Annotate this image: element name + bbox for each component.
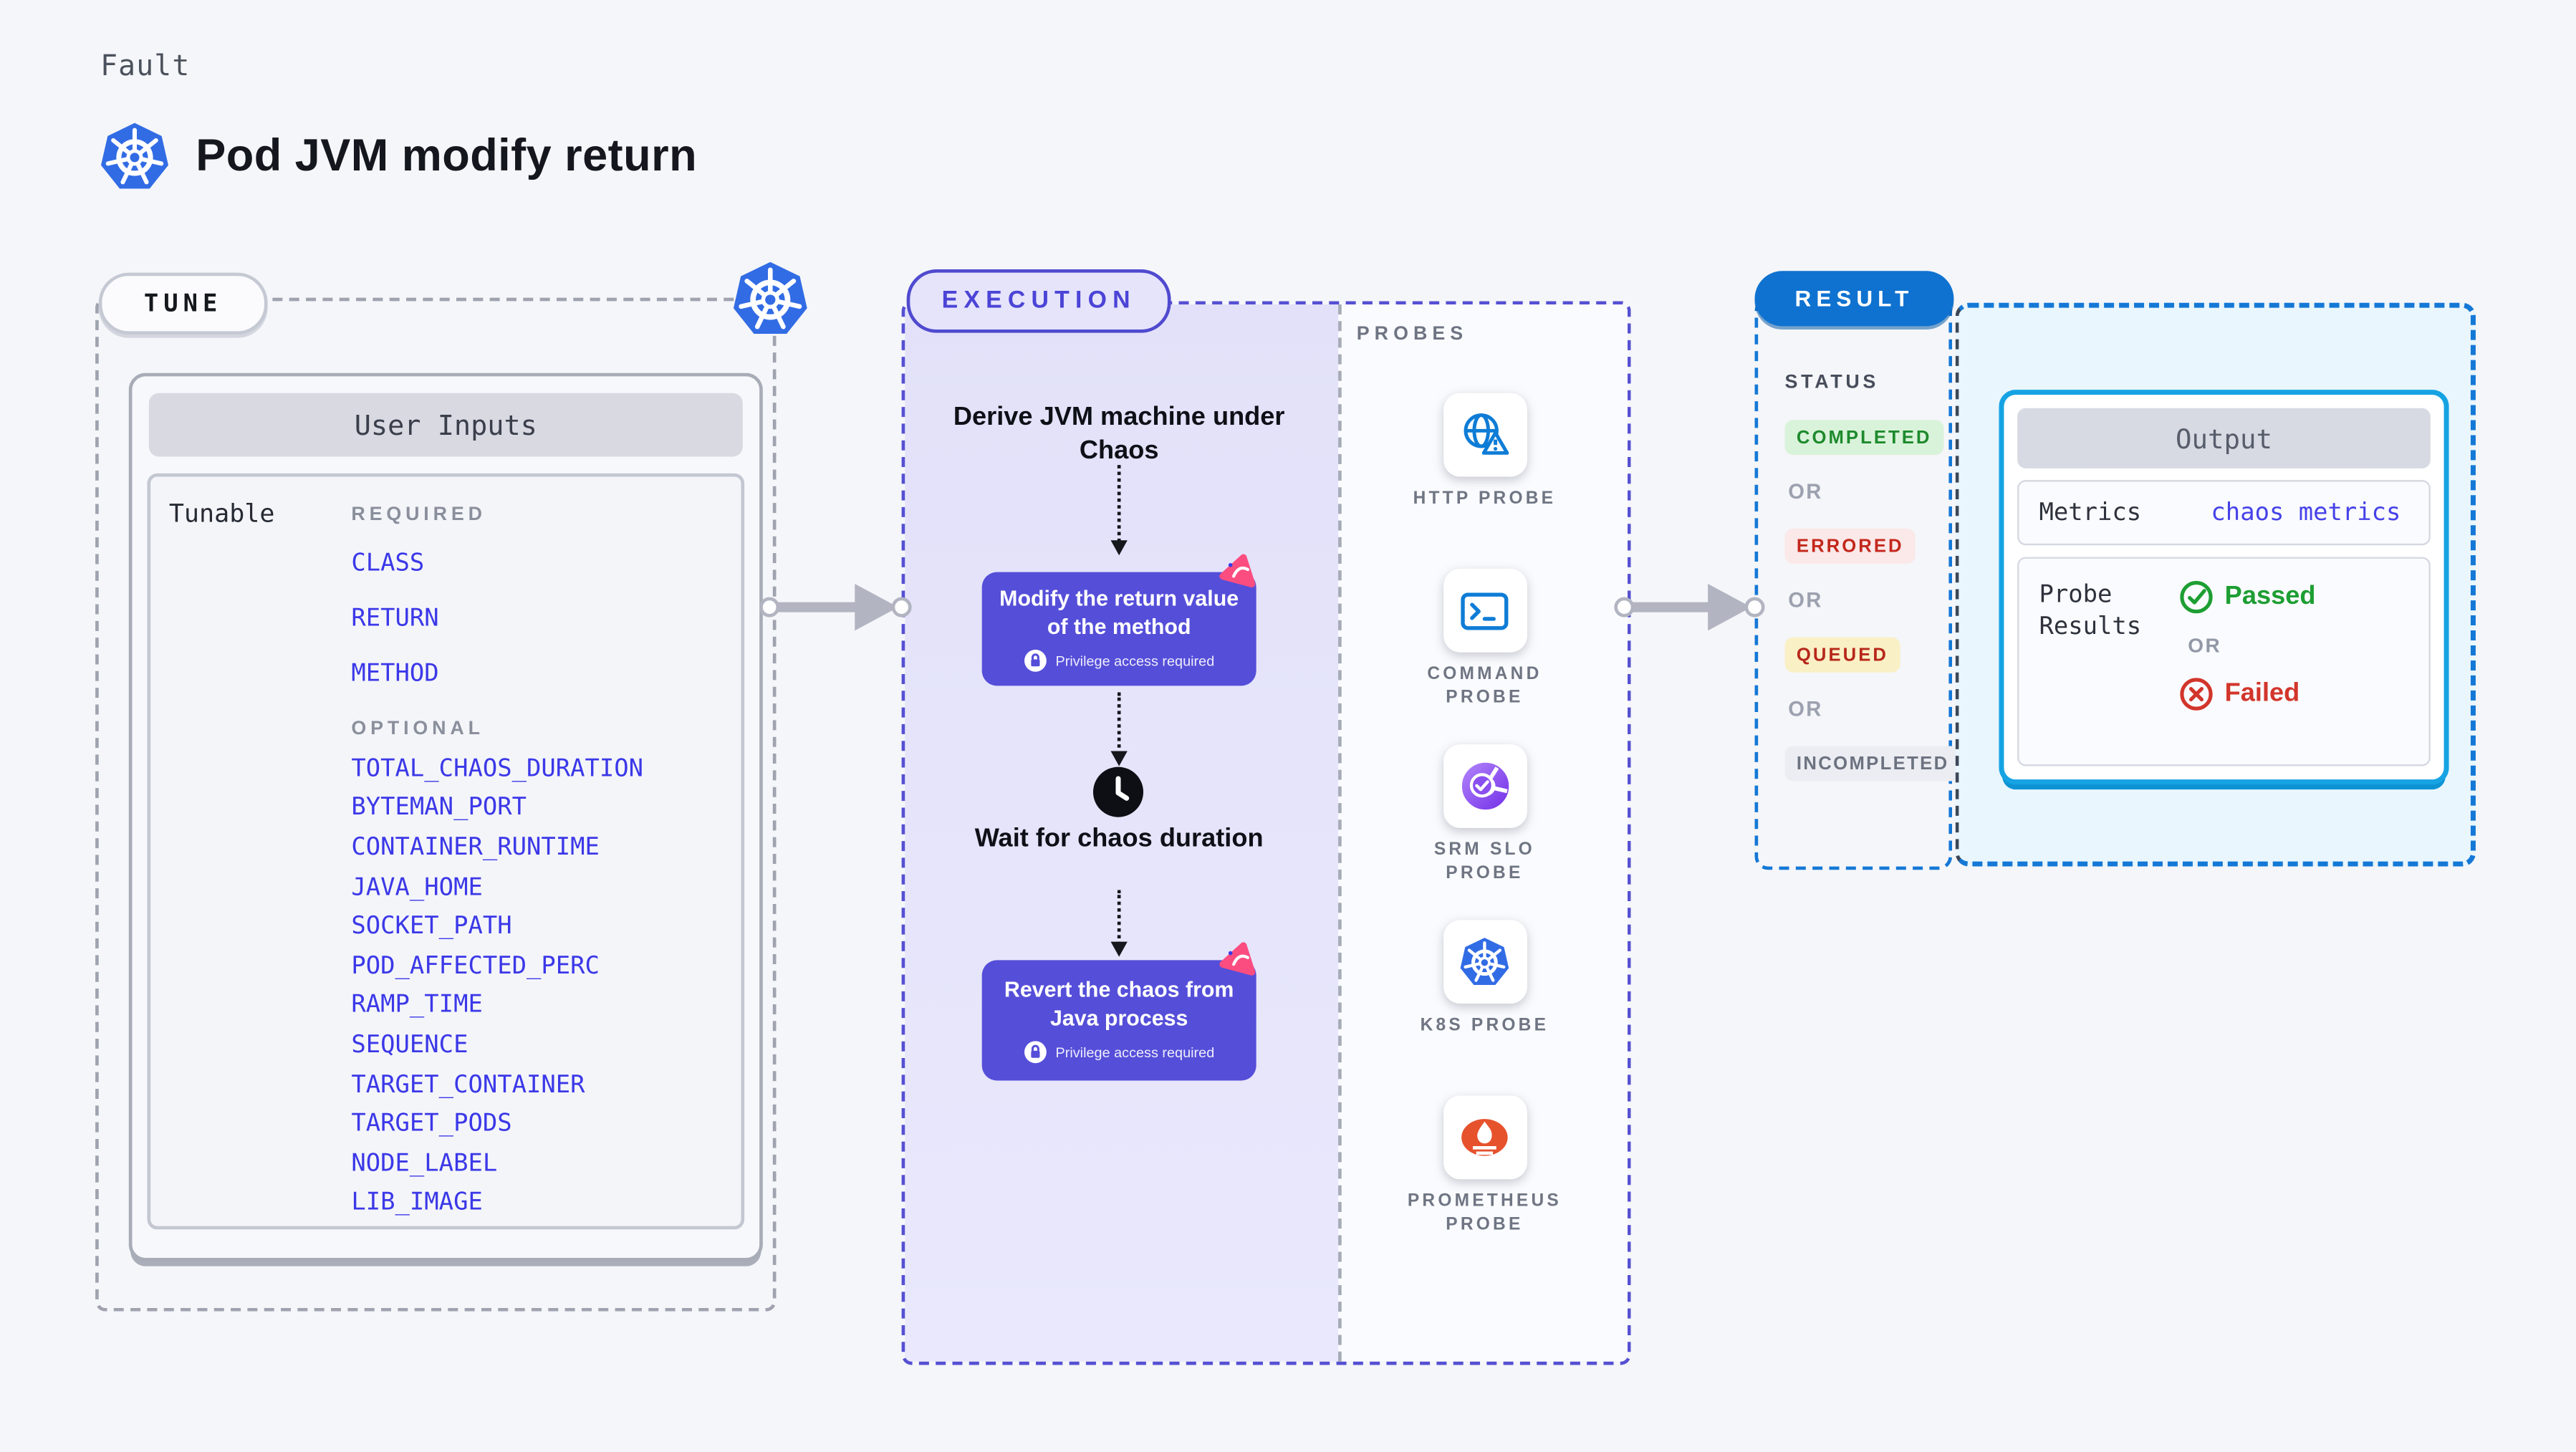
user-inputs-body: Tunable REQUIRED CLASS RETURN METHOD OPT… xyxy=(147,473,745,1230)
privilege-note: Privilege access required xyxy=(1055,652,1215,670)
param-item: CONTAINER_RUNTIME xyxy=(351,835,600,862)
kubernetes-icon xyxy=(731,259,809,338)
param-item: POD_AFFECTED_PERC xyxy=(351,953,600,980)
litmus-chaos-icon xyxy=(1219,552,1259,592)
param-item: BYTEMAN_PORT xyxy=(351,795,527,822)
execution-badge: EXECUTION xyxy=(906,269,1171,333)
probe-k8s: K8S PROBE xyxy=(1342,920,1628,1038)
param-item: TARGET_PODS xyxy=(351,1110,512,1138)
param-item: TARGET_CONTAINER xyxy=(351,1071,585,1099)
litmus-chaos-icon xyxy=(1219,940,1259,980)
status-badge-completed: COMPLETED xyxy=(1784,420,1943,456)
status-badge-incompleted: INCOMPLETED xyxy=(1784,746,1961,782)
optional-group-label: OPTIONAL xyxy=(351,719,484,740)
connector-dot xyxy=(758,596,779,617)
metrics-value: chaos metrics xyxy=(2211,499,2401,527)
lock-icon xyxy=(1024,1040,1047,1064)
tune-badge: TUNE xyxy=(98,272,268,335)
required-group-label: REQUIRED xyxy=(351,505,486,526)
step-wait: Wait for chaos duration xyxy=(974,824,1264,853)
param-item: SOCKET_PATH xyxy=(351,913,512,941)
probe-label: K8S PROBE xyxy=(1420,1015,1549,1036)
connector-dot xyxy=(1744,596,1764,617)
metrics-row: Metrics chaos metrics xyxy=(2017,480,2431,546)
status-label: STATUS xyxy=(1784,372,1880,393)
or-label: OR xyxy=(1788,480,1823,504)
status-badge-errored: ERRORED xyxy=(1784,528,1916,564)
result-badge: RESULT xyxy=(1754,271,1954,327)
flow-arrow xyxy=(772,602,860,612)
fault-kicker: Fault xyxy=(100,50,191,84)
param-item: CLASS xyxy=(351,549,425,577)
probe-srm-slo: SRM SLO PROBE xyxy=(1342,744,1628,885)
execution-section: Derive JVM machine under Chaos Modify th… xyxy=(901,301,1631,1365)
param-item: JAVA_HOME xyxy=(351,874,483,901)
step-modify-label: Modify the return value of the method xyxy=(999,585,1239,638)
down-arrow xyxy=(1110,465,1128,556)
step-modify-box: Modify the return value of the method Pr… xyxy=(981,572,1256,686)
probe-results-label: Probe Results xyxy=(2039,582,2142,641)
execution-flow: Derive JVM machine under Chaos Modify th… xyxy=(905,304,1339,1362)
metrics-label: Metrics xyxy=(2039,499,2142,527)
http-probe-icon xyxy=(1443,393,1527,477)
or-label: OR xyxy=(1788,697,1823,721)
or-label: OR xyxy=(2188,634,2222,658)
param-item: RAMP_TIME xyxy=(351,992,483,1019)
kubernetes-icon xyxy=(99,120,170,192)
param-item: METHOD xyxy=(351,660,439,687)
flow-arrow xyxy=(1628,602,1711,612)
param-item: TOTAL_CHAOS_DURATION xyxy=(351,755,644,783)
connector-dot xyxy=(1613,596,1634,617)
tunable-label: Tunable xyxy=(168,498,275,529)
down-arrow xyxy=(1110,890,1128,957)
output-card: Output Metrics chaos metrics Probe Resul… xyxy=(1999,390,2449,785)
command-probe-icon xyxy=(1443,568,1527,653)
passed-check-icon xyxy=(2180,580,2213,614)
output-title: Output xyxy=(2017,408,2431,468)
down-arrow xyxy=(1110,692,1128,766)
failed-label: Failed xyxy=(2224,679,2300,708)
probe-results-row: Probe Results Passed OR Faile xyxy=(2017,557,2431,766)
lock-icon xyxy=(1024,649,1047,673)
user-inputs-title: User Inputs xyxy=(148,393,743,457)
probes-label: PROBES xyxy=(1356,324,1469,345)
param-list: REQUIRED CLASS RETURN METHOD OPTIONAL TO… xyxy=(351,495,731,1223)
or-label: OR xyxy=(1788,588,1823,612)
step-derive: Derive JVM machine under Chaos xyxy=(953,403,1285,464)
privilege-note: Privilege access required xyxy=(1055,1044,1215,1061)
clock-icon xyxy=(1092,766,1144,817)
param-item: RETURN xyxy=(351,605,439,632)
page-title: Pod JVM modify return xyxy=(196,130,698,181)
probes-panel: PROBES HTTP PROBE xyxy=(1338,304,1628,1362)
tune-section xyxy=(95,297,777,1312)
result-status-box: STATUS COMPLETED OR ERRORED OR QUEUED OR… xyxy=(1754,297,1961,870)
probe-label: COMMAND PROBE xyxy=(1427,664,1542,707)
k8s-probe-icon xyxy=(1443,920,1527,1004)
status-badge-queued: QUEUED xyxy=(1784,637,1900,673)
param-item: SEQUENCE xyxy=(351,1032,468,1059)
srm-slo-probe-icon xyxy=(1443,744,1527,828)
prometheus-probe-icon xyxy=(1443,1095,1527,1180)
param-item: LIB_IMAGE xyxy=(351,1190,483,1217)
passed-label: Passed xyxy=(2224,582,2316,611)
probe-label: HTTP PROBE xyxy=(1413,488,1557,509)
probe-command: COMMAND PROBE xyxy=(1342,568,1628,709)
probe-label: PROMETHEUS PROBE xyxy=(1407,1191,1562,1234)
step-revert-label: Revert the chaos from Java process xyxy=(1004,976,1234,1030)
step-revert-box: Revert the chaos from Java process Privi… xyxy=(981,960,1256,1081)
probe-label: SRM SLO PROBE xyxy=(1433,840,1535,883)
param-item: NODE_LABEL xyxy=(351,1150,498,1178)
probe-prometheus: PROMETHEUS PROBE xyxy=(1342,1095,1628,1236)
failed-x-icon xyxy=(2180,678,2213,711)
connector-dot xyxy=(890,596,911,617)
probe-http: HTTP PROBE xyxy=(1342,393,1628,511)
user-inputs-card: User Inputs Tunable REQUIRED CLASS RETUR… xyxy=(128,372,763,1261)
